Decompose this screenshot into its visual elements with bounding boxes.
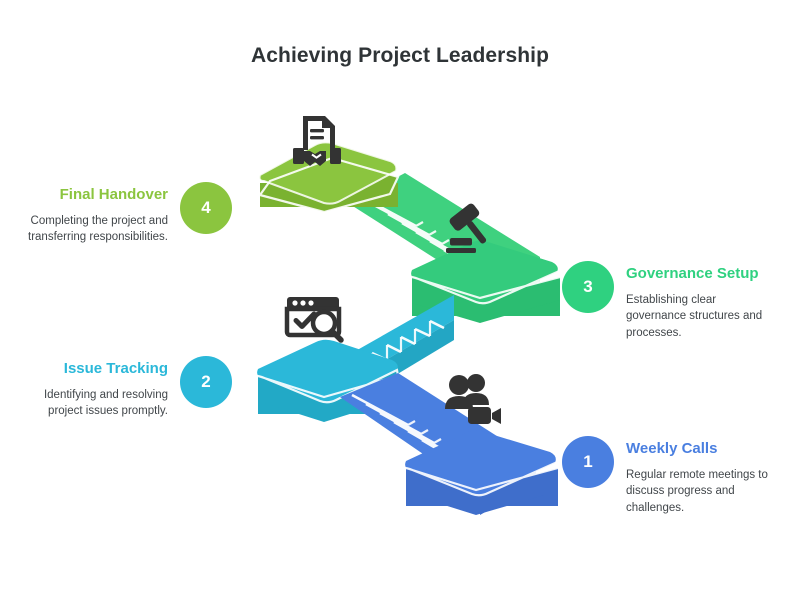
step-1-description: Regular remote meetings to discuss progr… [626,469,768,514]
step-governance-setup[interactable]: 3 Governance Setup Establishing clear go… [562,261,776,341]
people-video-camera-icon [442,369,506,433]
step-3-description: Establishing clear governance structures… [626,294,763,339]
step-2-text: Issue Tracking Identifying and resolving… [18,360,168,420]
step-4-title: Final Handover [59,186,168,203]
step-1-text: Weekly Calls Regular remote meetings to … [626,440,776,516]
gavel-icon [440,196,504,260]
document-handshake-icon [285,110,349,174]
step-4-description: Completing the project and transferring … [28,215,168,244]
step-issue-tracking[interactable]: Issue Tracking Identifying and resolving… [18,356,232,420]
step-4-number-badge[interactable]: 4 [180,182,232,234]
step-3-title: Governance Setup [626,265,759,282]
step-2-number-badge[interactable]: 2 [180,356,232,408]
step-2-description: Identifying and resolving project issues… [43,389,168,418]
step-final-handover[interactable]: Final Handover Completing the project an… [18,182,232,246]
step-weekly-calls[interactable]: 1 Weekly Calls Regular remote meetings t… [562,436,776,516]
step-1-title: Weekly Calls [626,440,718,457]
step-3-number-badge[interactable]: 3 [562,261,614,313]
step-3-text: Governance Setup Establishing clear gove… [626,265,776,341]
step-4-text: Final Handover Completing the project an… [18,186,168,246]
platform-3 [411,240,562,323]
step-1-number-badge[interactable]: 1 [562,436,614,488]
platform-1 [405,430,560,515]
browser-check-search-icon [283,285,347,349]
page-title: Achieving Project Leadership [250,44,550,67]
step-2-title: Issue Tracking [63,360,168,377]
